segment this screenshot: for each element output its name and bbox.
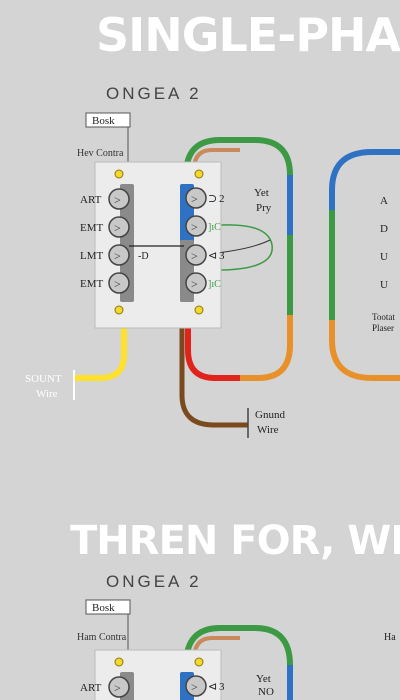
right-box-note: Tootat	[372, 312, 395, 322]
terminal-number-icon: ⊃	[208, 193, 217, 205]
panel-caption: Hev Contra	[77, 148, 124, 159]
right-box-label: A	[380, 195, 388, 207]
terminal-clamp-icon: ]ıC	[208, 279, 221, 290]
terminal-label: EMT	[80, 222, 104, 234]
terminal-arrow-icon: >	[114, 681, 121, 695]
terminal-label: ART	[80, 194, 102, 206]
side-label-bottom: Pry	[256, 202, 272, 214]
terminal-icon	[108, 272, 130, 294]
terminal-left: > ART	[80, 188, 130, 210]
diagram-subtitle: ONGEA 2	[106, 84, 202, 103]
diagram-1: Bosk Hev Contra	[25, 112, 400, 438]
terminal-left: > EMT	[80, 272, 130, 294]
box-label: Bosk	[92, 115, 115, 127]
switch-panel	[94, 161, 222, 329]
box-label-tag	[85, 112, 131, 128]
green-wire	[183, 137, 293, 235]
terminal-arrow-icon: >	[191, 680, 198, 694]
panel-caption: Ham Contra	[77, 632, 127, 643]
terminal-right: > ⊃ 2	[185, 187, 225, 209]
screw-icon	[114, 169, 124, 179]
terminal-number-icon: ⊲	[208, 250, 217, 262]
jumper-wire	[205, 224, 273, 271]
terminal-icon	[185, 215, 207, 237]
right-box-label: U	[380, 251, 388, 263]
bridge-end-icon: -D	[138, 251, 149, 262]
screw-icon	[114, 657, 124, 667]
screw-icon	[194, 657, 204, 667]
terminal-icon	[185, 675, 207, 697]
box-label: Bosk	[92, 602, 115, 614]
right-box-note: Plaser	[372, 323, 394, 333]
terminal-arrow-icon: >	[114, 193, 121, 207]
terminal-right: > ]ıC	[185, 215, 221, 237]
right-box-label: U	[380, 279, 388, 291]
sound-wire-label: SOUNT	[25, 373, 62, 385]
terminal-icon	[108, 244, 130, 266]
terminal-label: EMT	[80, 278, 104, 290]
ground-wire-label: Wire	[257, 424, 279, 436]
terminal-arrow-icon: >	[191, 249, 198, 263]
terminal-number: 2	[219, 193, 225, 205]
right-box-label: Ha	[384, 632, 396, 643]
diagram-subtitle-second: ONGEA 2	[106, 572, 202, 591]
terminal-arrow-icon: >	[191, 192, 198, 206]
side-label-bottom: NO	[258, 686, 274, 698]
screw-icon	[194, 169, 204, 179]
sound-wire	[74, 310, 127, 381]
terminal-number-icon: ⊲	[208, 681, 217, 693]
terminal-arrow-icon: >	[114, 249, 121, 263]
box-label-tag	[85, 599, 131, 615]
terminal-clamp-icon: ]ıC	[208, 222, 221, 233]
terminal-arrow-icon: >	[114, 221, 121, 235]
terminal-icon	[185, 244, 207, 266]
right-box-label: D	[380, 223, 388, 235]
terminal-label: ART	[80, 682, 102, 694]
terminal-icon	[108, 188, 130, 210]
terminal-left: > LMT	[80, 244, 130, 266]
terminal-number: 3	[219, 681, 225, 693]
terminal-arrow-icon: >	[114, 277, 121, 291]
terminal-arrow-icon: >	[191, 220, 198, 234]
sound-wire-label: Wire	[36, 388, 58, 400]
screw-icon	[194, 305, 204, 315]
green-wire	[183, 625, 293, 700]
terminal-number: 3	[219, 250, 225, 262]
section-title: THREN FOR, WRE	[70, 518, 400, 564]
left-terminal-strip	[120, 184, 134, 302]
terminal-label: LMT	[80, 250, 104, 262]
right-box-blue-wire	[329, 149, 400, 320]
terminal-icon	[185, 272, 207, 294]
screw-icon	[114, 305, 124, 315]
side-label-top: Yet	[254, 187, 269, 199]
terminal-arrow-icon: >	[191, 277, 198, 291]
red-wire	[185, 300, 240, 381]
orange-wire	[240, 315, 293, 381]
page-title: SINGLE-PHA	[96, 8, 400, 62]
terminal-right: > ]ıC	[185, 272, 221, 294]
terminal-icon	[185, 187, 207, 209]
terminal-left: > EMT	[80, 216, 130, 238]
side-label-top: Yet	[256, 673, 271, 685]
ground-wire	[179, 305, 248, 428]
ground-wire-label: Gnund	[255, 409, 285, 421]
terminal-icon	[108, 216, 130, 238]
terminal-right: > ⊲ 3	[185, 244, 225, 266]
terminal-icon	[108, 676, 130, 698]
diagram-2: Bosk Ham Contra > ART > ⊲ 3 Yet NO Ha	[77, 599, 396, 700]
right-box-orange-wire	[329, 320, 400, 381]
